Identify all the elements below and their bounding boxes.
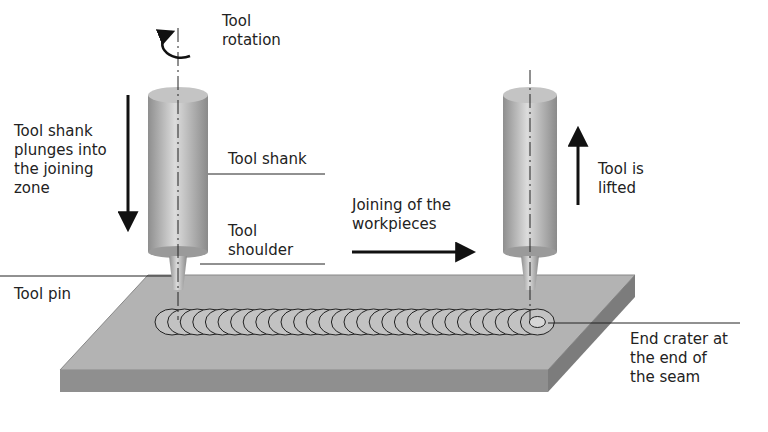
tool-axis bbox=[178, 28, 179, 320]
lift-arrow bbox=[577, 130, 580, 205]
part-label: Tool shank plunges into the joining zone bbox=[14, 122, 122, 198]
end-crater bbox=[529, 317, 545, 328]
travel-arrow bbox=[352, 251, 472, 254]
workpiece-front bbox=[60, 370, 548, 392]
weld-seam bbox=[155, 309, 554, 335]
leader-line bbox=[200, 174, 325, 175]
leader-line bbox=[548, 323, 740, 324]
weld-ring bbox=[520, 309, 554, 335]
part-label: Tool is lifted bbox=[598, 160, 664, 198]
rotation-arrow bbox=[162, 32, 190, 58]
part-label: Joining of the workpieces bbox=[352, 196, 487, 234]
tool-axis bbox=[530, 70, 531, 320]
part-label: Tool pin bbox=[14, 285, 71, 304]
leader-line bbox=[0, 276, 172, 277]
workpiece-side bbox=[548, 275, 635, 392]
part-label: Tool rotation bbox=[222, 12, 302, 50]
part-label: End crater at the end of the seam bbox=[630, 330, 732, 387]
tool-right bbox=[503, 87, 557, 290]
leader-line bbox=[200, 264, 325, 265]
part-label: Tool shank bbox=[228, 150, 307, 169]
part-label: Tool shoulder bbox=[228, 222, 308, 260]
tool-left bbox=[148, 87, 208, 290]
plunge-arrow bbox=[127, 95, 130, 228]
